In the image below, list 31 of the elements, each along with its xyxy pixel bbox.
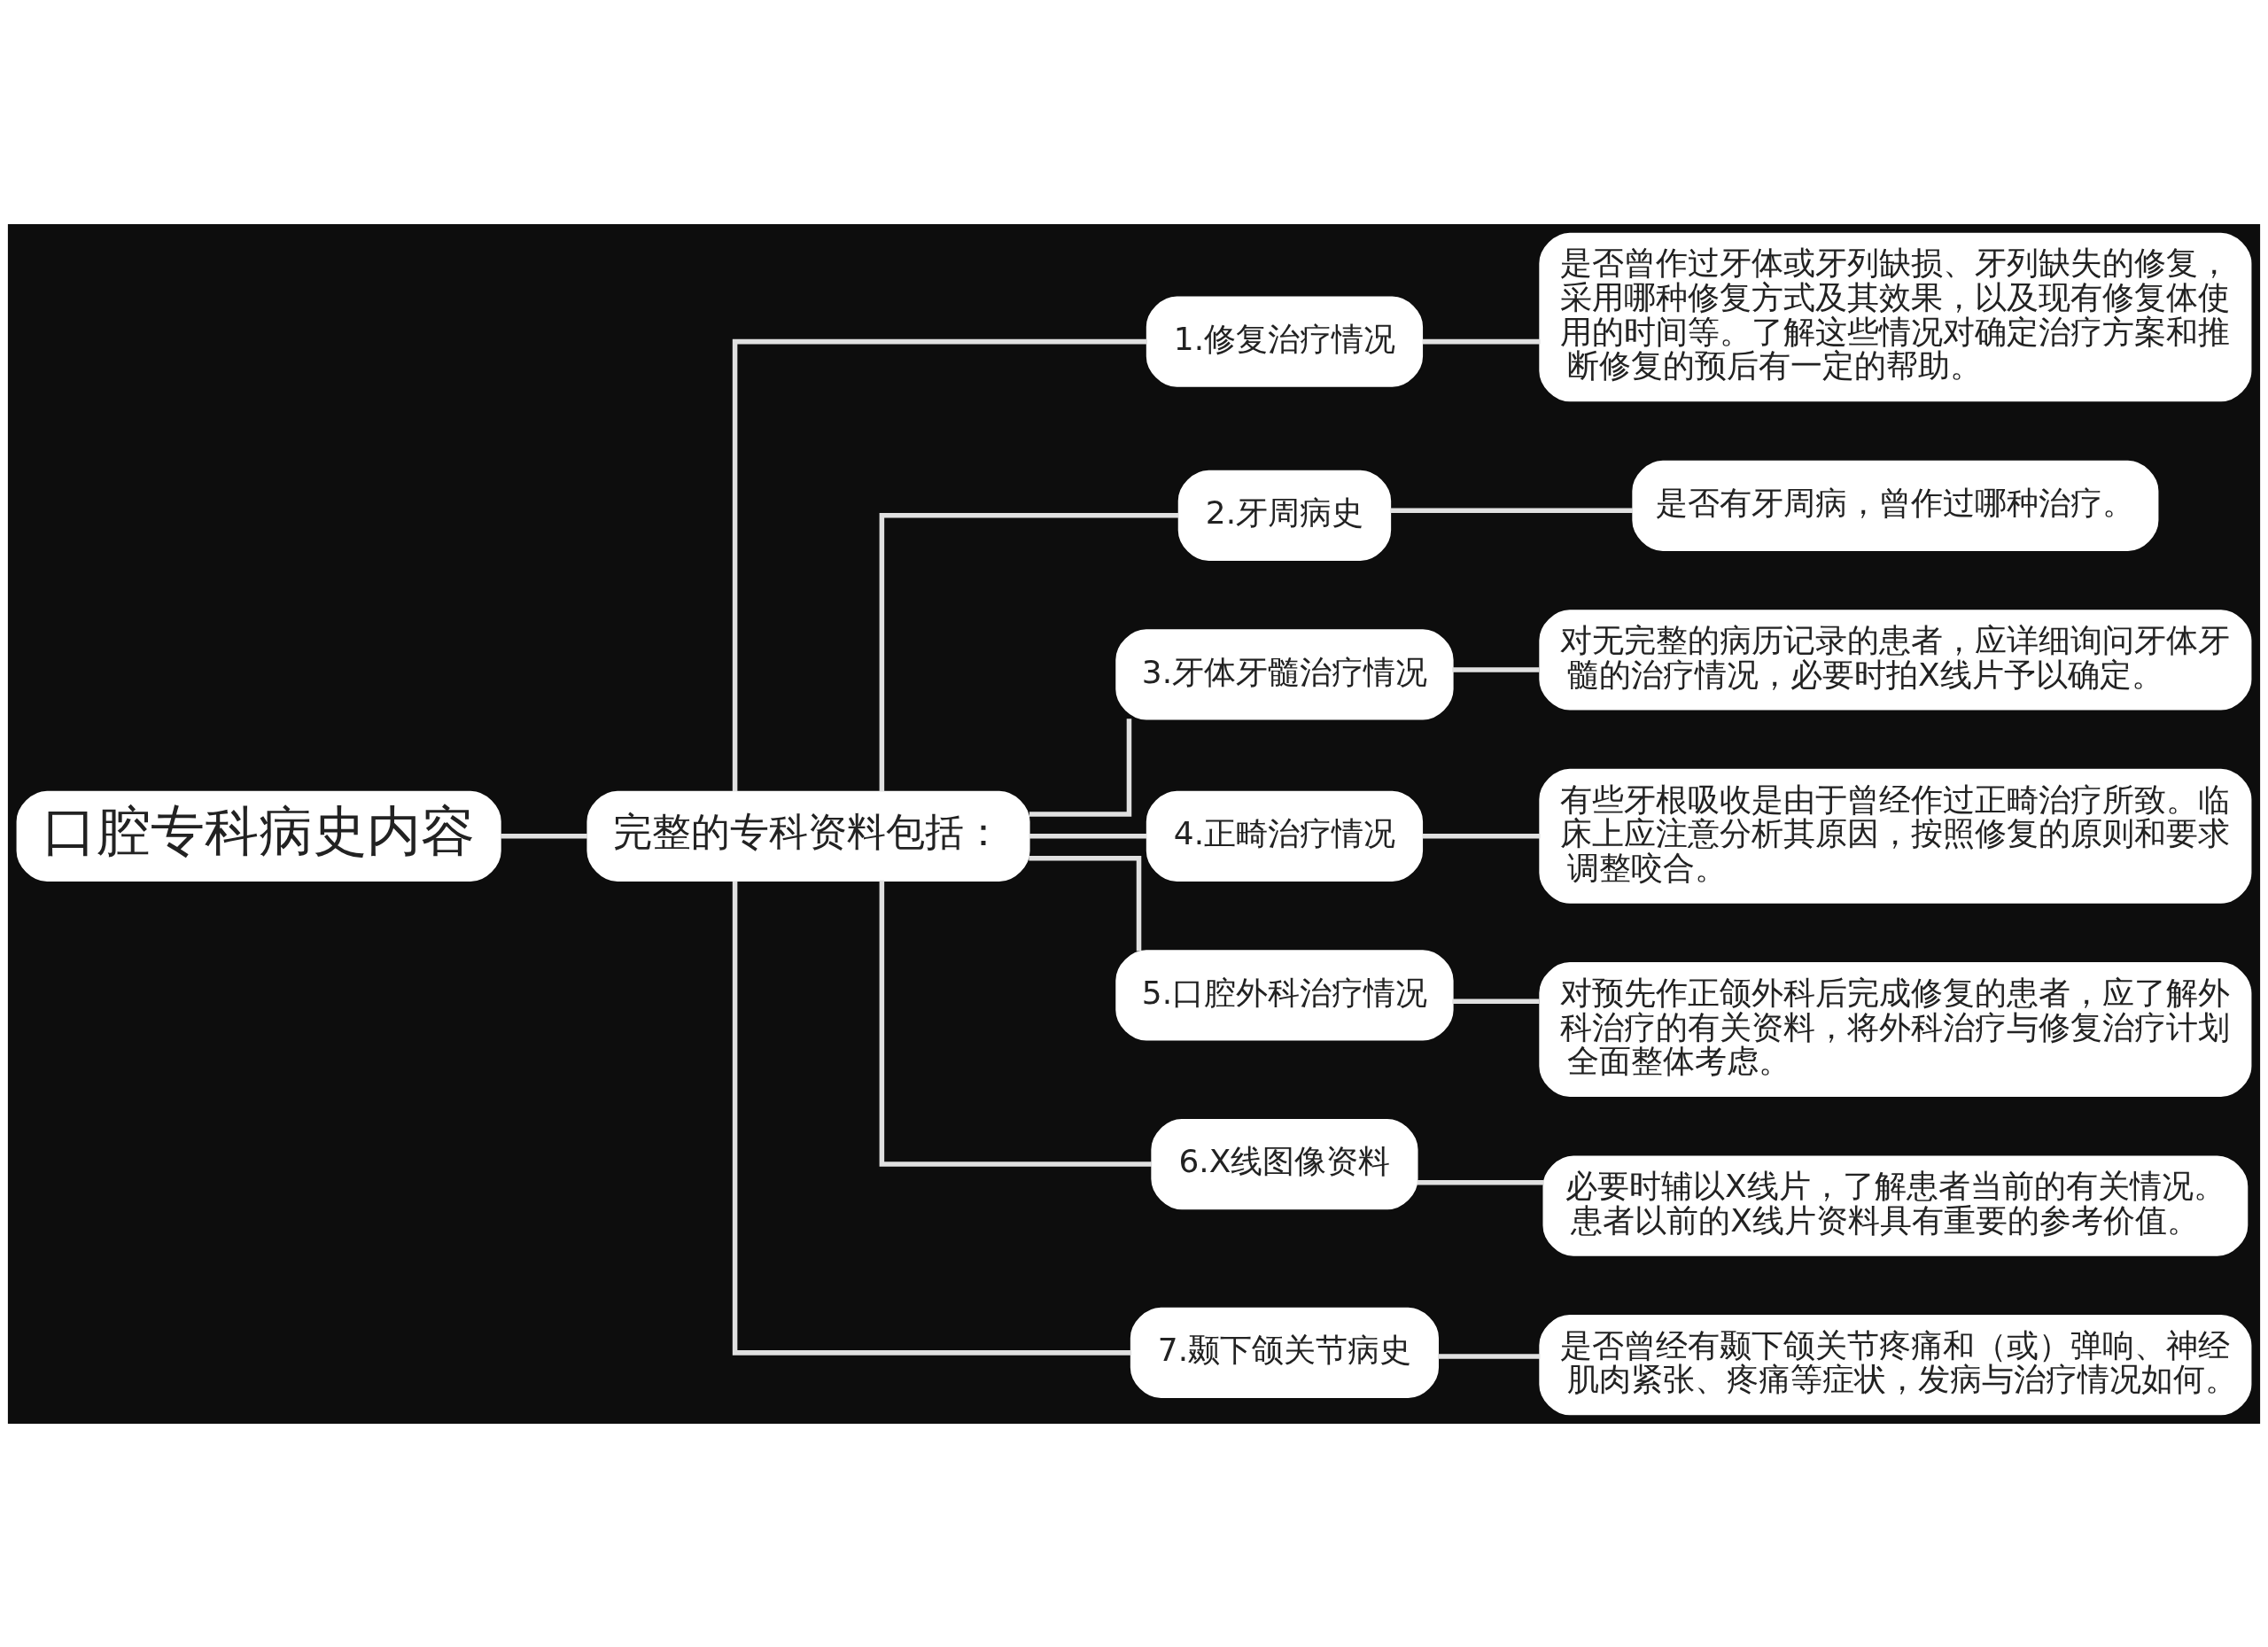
connector <box>1029 718 1132 817</box>
node-box: 完整的专科资料包括： <box>586 790 1030 882</box>
node-box: 5.口腔外科治疗情况 <box>1115 949 1454 1041</box>
connector <box>732 338 1147 791</box>
connector <box>1452 998 1540 1004</box>
node-box: 2.牙周病史 <box>1177 470 1392 561</box>
node-box: 7.颞下颌关节病史 <box>1130 1307 1440 1398</box>
node-box: 对无完整的病历记录的患者，应详细询问牙体牙髓的治疗情况，必要时拍X线片予以确定。 <box>1539 609 2252 710</box>
connector <box>1452 666 1540 672</box>
node-box: 口腔专科病史内容 <box>16 790 501 882</box>
connector <box>1438 1353 1541 1359</box>
connector <box>1417 1179 1544 1185</box>
connector <box>1422 338 1541 344</box>
node-box: 6.X线图像资料 <box>1151 1118 1418 1209</box>
connector <box>1029 833 1147 839</box>
node-box: 必要时辅以X线片，了解患者当前的有关情况。患者以前的X线片资料具有重要的参考价值。 <box>1542 1154 2249 1256</box>
node-box: 4.正畸治疗情况 <box>1146 790 1424 882</box>
node-box: 1.修复治疗情况 <box>1146 296 1424 387</box>
connector <box>1422 833 1541 839</box>
node-box: 3.牙体牙髓治疗情况 <box>1115 628 1454 720</box>
node-box: 是否曾作过牙体或牙列缺损、牙列缺失的修复，采用哪种修复方式及其效果，以及现有修复体使用的时间等。了解这些情况对确定治疗方案和推断修复的预后有一定的帮助。 <box>1539 232 2252 401</box>
connector <box>1029 855 1142 952</box>
connector <box>1390 508 1633 513</box>
connector <box>501 833 587 839</box>
connector <box>879 880 1152 1167</box>
node-box: 是否曾经有颞下颌关节疼痛和（或）弹响、神经肌肉紧张、疼痛等症状，发病与治疗情况如何。 <box>1539 1314 2252 1415</box>
node-box: 是否有牙周病，曾作过哪种治疗。 <box>1632 460 2159 551</box>
connector <box>879 512 1179 791</box>
node-box: 对预先作正颌外科后完成修复的患者，应了解外科治疗的有关资料，将外科治疗与修复治疗计划全面整体考虑。 <box>1539 961 2252 1097</box>
connector <box>732 881 1132 1356</box>
node-box: 有些牙根吸收是由于曾经作过正畸治疗所致。临床上应注意分析其原因，按照修复的原则和要求调整咬合。 <box>1539 768 2252 904</box>
